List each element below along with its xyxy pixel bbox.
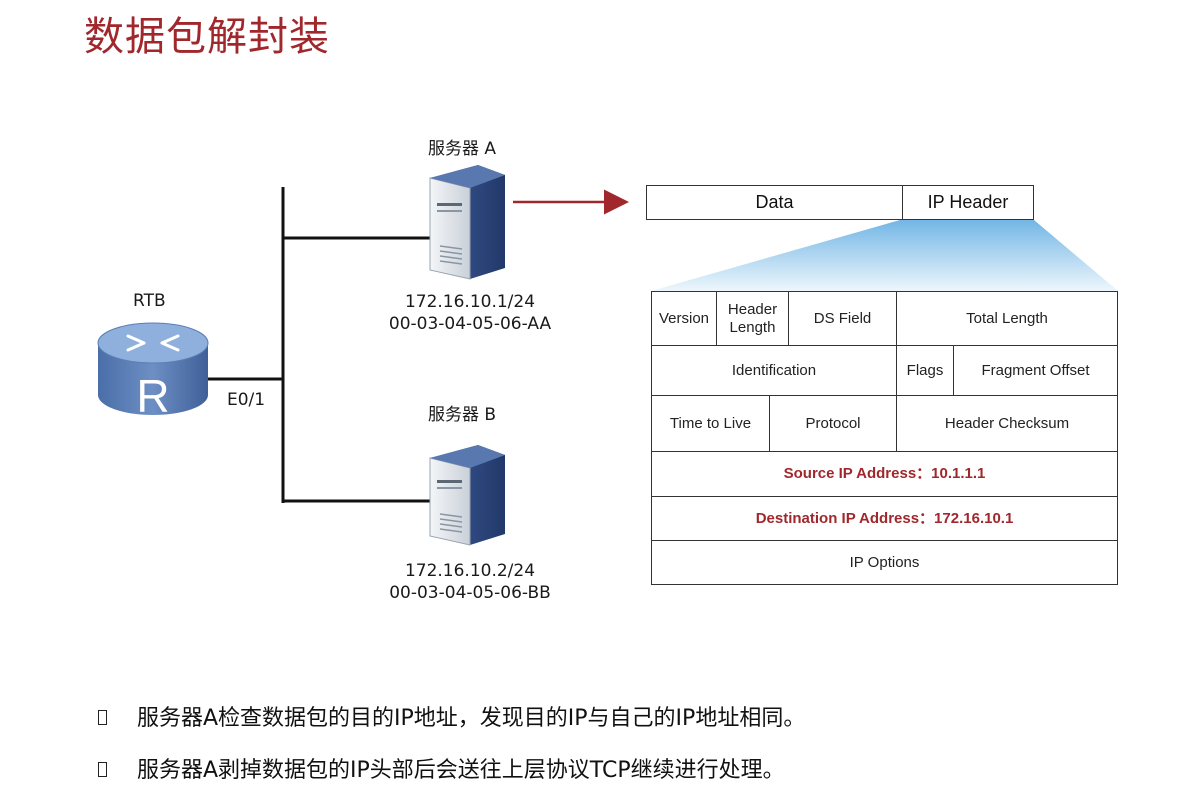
server-b-mac: 00-03-04-05-06-BB xyxy=(389,583,551,603)
note-2-text: 服务器A剥掉数据包的IP头部后会送往上层协议TCP继续进行处理。 xyxy=(137,758,785,783)
field-flags: Flags xyxy=(897,346,954,395)
field-header-checksum: Header Checksum xyxy=(944,414,1070,432)
field-ttl: Time to Live xyxy=(652,396,770,451)
router-icon: R xyxy=(97,322,209,422)
server-b-name: 服务器 B xyxy=(428,405,497,425)
ip-header-expansion-fan xyxy=(651,220,1118,291)
header-row-5: Destination IP Address：172.16.10.1 xyxy=(652,497,1117,541)
router-name: RTB xyxy=(133,291,166,311)
field-total-length: Total Length xyxy=(966,309,1048,327)
router-letter: R xyxy=(136,370,169,422)
note-2: 服务器A剥掉数据包的IP头部后会送往上层协议TCP继续进行处理。 xyxy=(98,752,785,784)
header-row-3: Time to Live Protocol Header Checksum xyxy=(652,396,1117,452)
field-ip-options: IP Options xyxy=(849,553,920,571)
header-row-2: Identification Flags Fragment Offset xyxy=(652,346,1117,396)
field-fragment-offset: Fragment Offset xyxy=(981,361,1090,379)
header-row-6: IP Options xyxy=(652,541,1117,584)
router-port-label: E0/1 xyxy=(227,390,266,410)
field-header-length-line1: Header xyxy=(727,301,778,319)
note-1: 服务器A检查数据包的目的IP地址，发现目的IP与自己的IP地址相同。 xyxy=(98,700,805,732)
field-ds: DS Field xyxy=(789,292,897,345)
field-source-ip: Source IP Address：10.1.1.1 xyxy=(783,465,986,483)
header-row-1: Version Header Length DS Field Total Len… xyxy=(652,292,1117,346)
bullet-icon xyxy=(98,761,107,777)
field-version: Version xyxy=(652,292,717,345)
bullet-icon xyxy=(98,709,107,725)
packet-data-field: Data xyxy=(647,186,903,219)
server-b-ip: 172.16.10.2/24 xyxy=(404,561,536,581)
field-identification: Identification xyxy=(652,346,897,395)
server-a-name: 服务器 A xyxy=(428,139,497,159)
header-row-4: Source IP Address：10.1.1.1 xyxy=(652,452,1117,497)
field-header-length-line2: Length xyxy=(729,318,776,336)
packet-ip-header-field: IP Header xyxy=(927,192,1009,212)
ip-header-table: Version Header Length DS Field Total Len… xyxy=(651,291,1118,585)
server-b-icon xyxy=(429,445,505,546)
field-destination-ip: Destination IP Address：172.16.10.1 xyxy=(755,509,1014,527)
field-header-length: Header Length xyxy=(717,292,789,345)
field-protocol: Protocol xyxy=(770,396,897,451)
packet-bar: Data IP Header xyxy=(646,185,1034,220)
server-a-ip: 172.16.10.1/24 xyxy=(404,292,536,312)
page-title: 数据包解封装 xyxy=(84,14,330,60)
server-a-icon xyxy=(429,165,505,280)
server-a-mac: 00-03-04-05-06-AA xyxy=(388,314,552,334)
note-1-text: 服务器A检查数据包的目的IP地址，发现目的IP与自己的IP地址相同。 xyxy=(137,706,806,731)
